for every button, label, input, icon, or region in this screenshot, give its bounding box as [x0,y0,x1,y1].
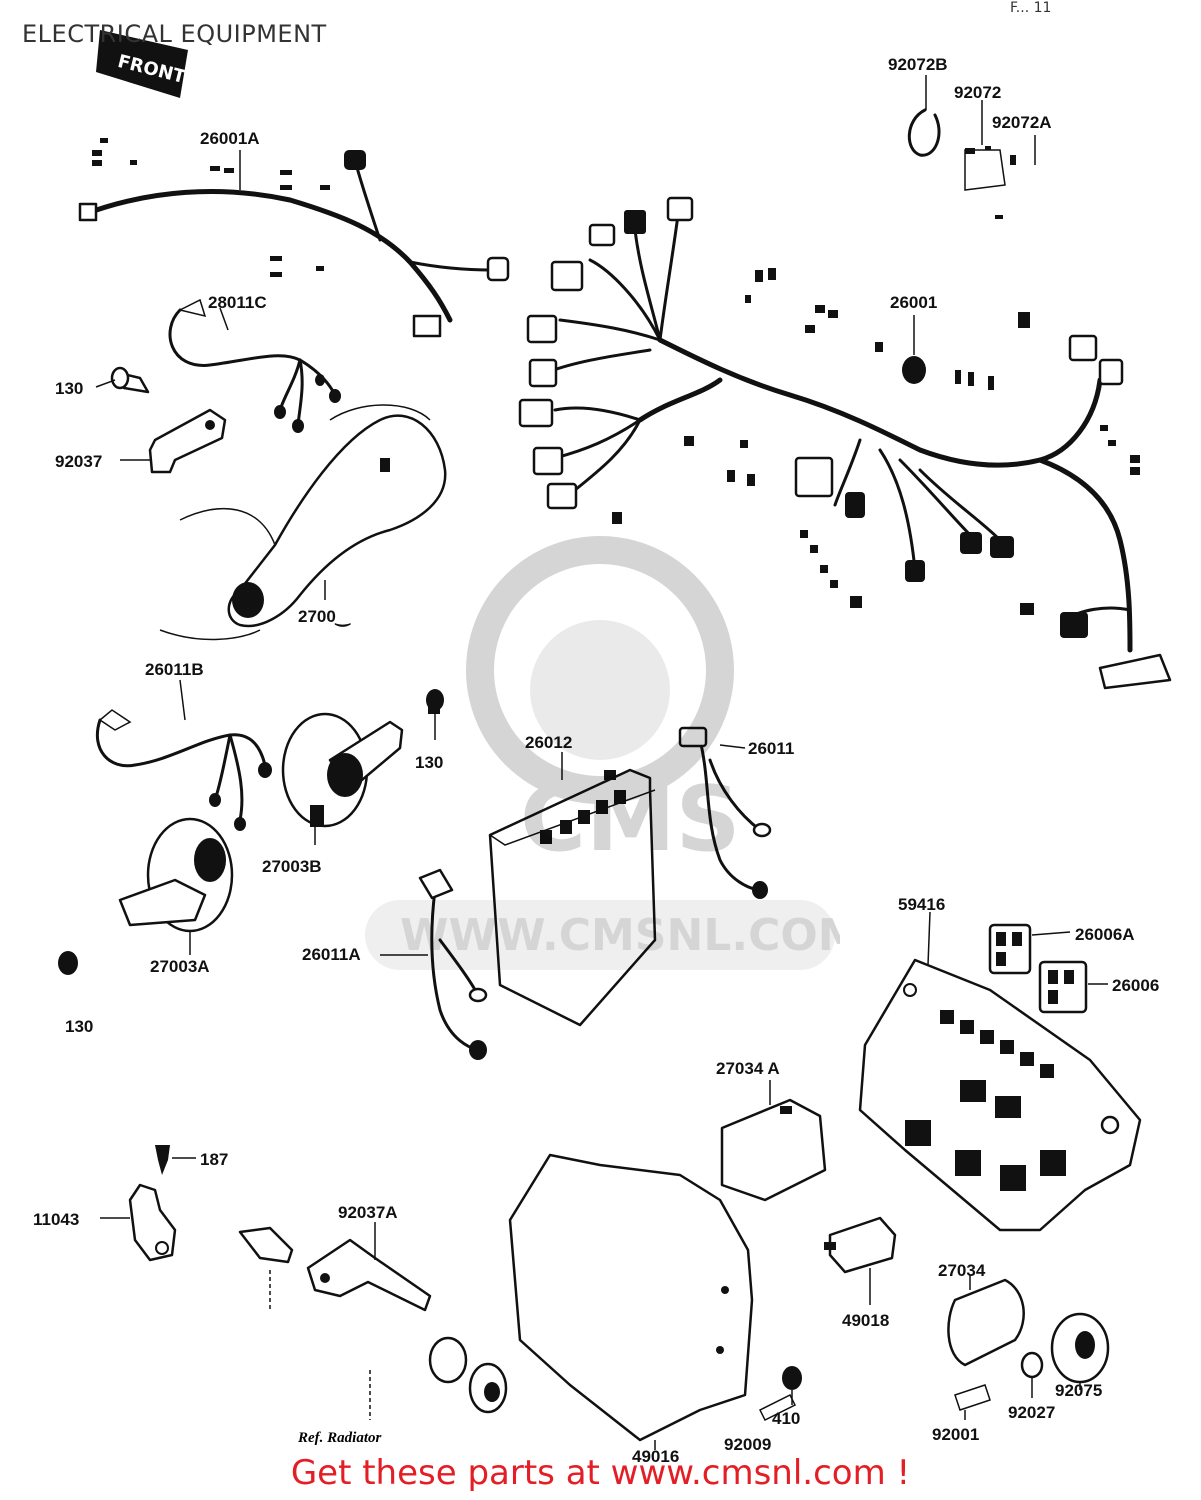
part-92009-screw[interactable] [758,1393,797,1422]
part-130-bolt-lower[interactable] [58,951,78,975]
page-ref: F... 11 [1010,0,1052,16]
part-27003B-pickup-coil[interactable] [281,712,404,828]
callout-49016[interactable]: 49016 [632,1447,679,1466]
callout-130-middle[interactable]: 130 [415,753,443,772]
leader-lines [95,75,1108,1450]
part-26012-battery[interactable] [488,768,657,1027]
cmsnl-watermark: CMS WWW.CMSNL.COM [365,536,840,970]
callout-26011[interactable]: 26011 [748,739,794,758]
part-92027-washer[interactable] [1020,1351,1044,1379]
part-26011A-battery-lead[interactable] [418,868,488,1060]
part-27034-component[interactable] [947,1278,1025,1367]
part-27034A-module[interactable] [720,1098,827,1202]
callout-26001A[interactable]: 26001A [200,129,260,148]
part-26011-battery-lead[interactable] [678,726,772,899]
footer-cta-link[interactable]: Get these parts at www.cmsnl.com ! [290,1453,911,1493]
callout-49018[interactable]: 49018 [842,1311,889,1330]
callout-26001[interactable]: 26001 [890,293,937,312]
part-92072-group[interactable] [907,108,1016,219]
part-27003A-pickup-coil[interactable] [118,817,234,933]
part-187-screw[interactable] [155,1145,170,1175]
part-410-grommet[interactable] [782,1366,802,1390]
callout-92072[interactable]: 92072 [954,83,1001,102]
callout-27034A[interactable]: 27034 A [716,1059,780,1078]
part-92037A-bracket[interactable] [238,1226,432,1312]
callout-130-lower[interactable]: 130 [65,1017,93,1036]
callout-59416[interactable]: 59416 [898,895,945,914]
part-92075-cap[interactable] [1050,1312,1110,1384]
part-92001-bolt[interactable] [954,1384,991,1411]
callout-92037A[interactable]: 92037A [338,1203,398,1222]
part-92037-bracket[interactable] [148,408,227,474]
callout-26006A[interactable]: 26006A [1075,925,1135,944]
part-radiator-fittings[interactable] [428,1336,508,1414]
callout-26006[interactable]: 26006 [1112,976,1159,995]
callout-ref-radiator: Ref. Radiator [297,1430,381,1446]
part-28011C-wire[interactable] [168,298,341,433]
part-26001A-harness[interactable] [78,138,510,338]
part-130-bolt-upper[interactable] [110,366,150,394]
callout-92009[interactable]: 92009 [724,1435,771,1454]
callout-92072A[interactable]: 92072A [992,113,1052,132]
page-title: ELECTRICAL EQUIPMENT [22,20,327,48]
callout-92027[interactable]: 92027 [1008,1403,1055,1422]
callout-2700x[interactable]: 2700‿ [298,607,351,627]
callout-11043[interactable]: 11043 [33,1210,79,1229]
callout-26011B[interactable]: 26011B [145,660,204,679]
part-26006-relay[interactable] [1038,960,1088,1014]
callout-28011C[interactable]: 28011C [208,293,267,312]
callout-92001[interactable]: 92001 [932,1425,979,1444]
part-49018-component[interactable] [824,1216,897,1274]
part-49016-cover[interactable] [508,1153,754,1442]
part-2700x-ignition-coil[interactable] [159,404,447,641]
callout-26012[interactable]: 26012 [525,733,572,752]
callout-130-upper[interactable]: 130 [55,379,83,398]
callout-92075[interactable]: 92075 [1055,1381,1102,1400]
part-59416-junction-box[interactable] [858,958,1142,1232]
callout-26011A[interactable]: 26011A [302,945,361,964]
callout-187[interactable]: 187 [200,1150,228,1169]
callout-27003B[interactable]: 27003B [262,857,322,876]
callout-92072B[interactable]: 92072B [888,55,948,74]
part-26006A-relay[interactable] [988,923,1032,975]
callout-27034[interactable]: 27034 [938,1261,986,1280]
part-11043-bracket[interactable] [128,1183,177,1262]
part-130-bolt-middle[interactable] [426,689,444,714]
part-26001-main-harness[interactable] [518,196,1172,690]
watermark-logo-text: CMS [520,767,740,872]
part-26011B-wire[interactable] [95,709,272,831]
callout-27003A[interactable]: 27003A [150,957,210,976]
callout-92037[interactable]: 92037 [55,452,102,471]
watermark-url: WWW.CMSNL.COM [400,910,840,961]
callout-410[interactable]: 410 [772,1409,800,1428]
callout-labels: 92072B 92072 92072A 26001A 26001 28011C … [33,55,1159,1466]
